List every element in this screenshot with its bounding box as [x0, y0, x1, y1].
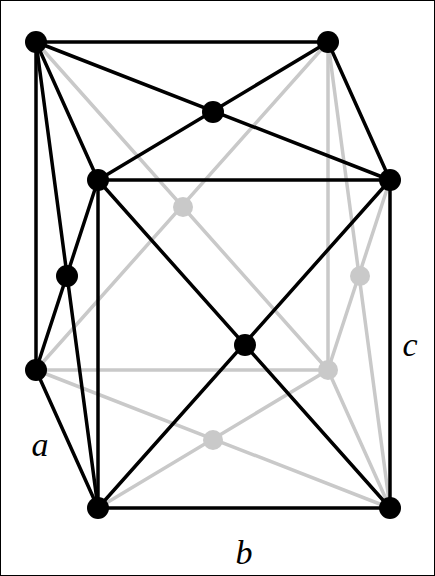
visible-edge — [388, 180, 392, 508]
atom — [25, 31, 47, 53]
atom — [25, 31, 401, 519]
atom — [56, 265, 78, 287]
hidden-atom — [350, 266, 370, 286]
atom — [87, 169, 109, 191]
atom — [317, 31, 339, 53]
visible-edge — [36, 42, 390, 508]
atom — [87, 497, 109, 519]
atom — [379, 497, 401, 519]
visible-edge — [98, 180, 390, 508]
visible-edge — [34, 42, 38, 370]
axis-label: c — [402, 328, 417, 362]
hidden-atom — [318, 360, 338, 380]
hidden-edge — [98, 370, 328, 508]
visible-edge — [98, 42, 328, 180]
visible-edge — [98, 506, 390, 510]
hidden-atom — [203, 430, 223, 450]
hidden-edge — [326, 42, 330, 370]
hidden-edge — [328, 42, 390, 508]
axis-label: b — [236, 536, 253, 570]
hidden-edge — [36, 42, 328, 370]
axis-label: a — [32, 428, 49, 462]
atom — [379, 169, 401, 191]
visible-edge — [36, 40, 328, 44]
hidden-edge — [328, 180, 390, 370]
atom — [202, 101, 224, 123]
hidden-edge — [36, 42, 390, 508]
visible-edge — [36, 42, 390, 180]
visible-edge — [36, 180, 98, 370]
hidden-atom — [173, 197, 193, 217]
visible-edge — [96, 180, 100, 508]
atom — [25, 359, 47, 381]
atom — [234, 334, 256, 356]
visible-edge — [98, 178, 390, 182]
visible-edge — [98, 180, 390, 508]
hidden-edge — [36, 42, 328, 370]
